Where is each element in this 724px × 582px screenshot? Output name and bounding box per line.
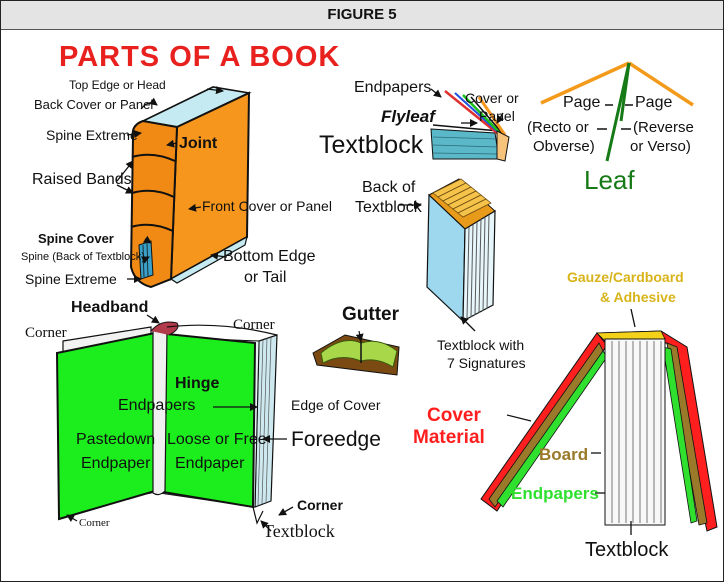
label-foreedge: Foreedge: [291, 428, 381, 451]
label-textblock-top: Textblock: [319, 131, 424, 159]
textblock-layers-illustration: [430, 90, 510, 162]
label-corner-top-right: Corner: [233, 317, 275, 333]
signatures-illustration: [426, 178, 496, 323]
label-textblock-open: Textblock: [263, 521, 335, 541]
label-obverse: Obverse): [533, 138, 595, 155]
label-spine-cover: Spine Cover: [38, 231, 114, 246]
label-hinge: Hinge: [175, 375, 220, 392]
label-endpapers-top: Endpapers: [354, 79, 432, 96]
closed-book-illustration: [129, 86, 252, 289]
label-pastedown: Pastedown: [76, 431, 156, 448]
label-edge-of-cover: Edge of Cover: [291, 397, 381, 413]
label-gauze-adhesive: & Adhesive: [600, 289, 676, 305]
label-spine-extreme-bottom: Spine Extreme: [25, 271, 117, 287]
label-recto: (Recto or: [527, 119, 589, 136]
leaf-illustration: [540, 61, 694, 162]
label-corner-bottom-right: Corner: [297, 497, 343, 513]
cross-section-illustration: [480, 330, 718, 532]
label-corner-bottom-left: Corner: [79, 517, 110, 529]
label-spine-back: Spine (Back of Textblock): [21, 251, 145, 263]
label-back-textblock: Textblock: [355, 199, 422, 216]
label-cover-material: Cover: [427, 405, 481, 426]
label-cover-material-2: Material: [413, 427, 485, 448]
label-verso: or Verso): [630, 138, 691, 155]
label-corner-top-left: Corner: [25, 325, 67, 341]
label-gutter: Gutter: [342, 304, 399, 325]
label-bottom-edge-tail: or Tail: [244, 269, 287, 286]
label-headband: Headband: [71, 299, 149, 316]
label-board: Board: [539, 445, 589, 464]
label-bottom-edge: Bottom Edge: [223, 248, 316, 265]
label-signatures-2: 7 Signatures: [447, 355, 526, 371]
label-leaf: Leaf: [584, 165, 635, 195]
label-cover-panel: Panel: [479, 108, 515, 124]
label-textblock-section: Textblock: [585, 539, 669, 561]
label-signatures-1: Textblock with: [437, 337, 525, 353]
label-raised-bands: Raised Bands: [32, 171, 132, 188]
label-back-of: Back of: [362, 179, 416, 196]
open-book-illustration: [55, 321, 278, 525]
gutter-book-illustration: [312, 330, 400, 376]
label-front-cover: Front Cover or Panel: [202, 198, 332, 214]
label-cover-or: Cover or: [465, 90, 519, 106]
label-back-cover: Back Cover or Panel: [34, 97, 154, 112]
leader-lines: [66, 86, 636, 535]
label-top-edge: Top Edge or Head: [69, 78, 166, 92]
label-page-right: Page: [635, 94, 673, 111]
main-title: PARTS OF A BOOK: [59, 41, 341, 73]
label-loose-endpaper: Endpaper: [175, 455, 245, 472]
label-page-left: Page: [563, 94, 601, 111]
label-flyleaf: Flyleaf: [381, 107, 435, 126]
label-endpapers-section: Endpapers: [511, 484, 599, 503]
label-reverse: (Reverse: [633, 119, 694, 136]
label-joint: Joint: [179, 135, 218, 152]
label-gauze-cardboard: Gauze/Cardboard: [567, 269, 684, 285]
label-pastedown-endpaper: Endpaper: [81, 455, 151, 472]
label-endpapers-open: Endpapers: [118, 397, 196, 414]
figure-header: FIGURE 5: [1, 1, 723, 30]
label-spine-extreme-top: Spine Extreme: [46, 127, 138, 143]
label-loose-free: Loose or Free: [167, 431, 267, 448]
